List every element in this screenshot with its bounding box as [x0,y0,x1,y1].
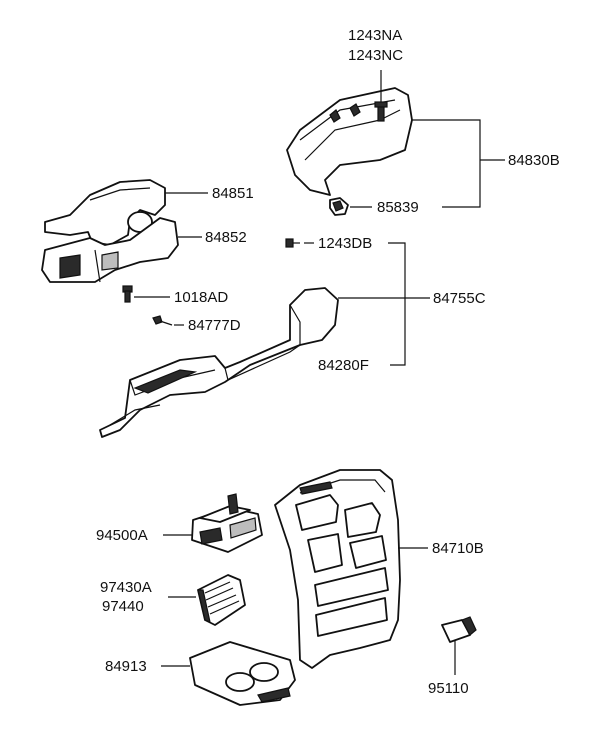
label-84710B: 84710B [432,540,484,557]
part-84755C-lower-panel [99,287,339,438]
part-94500A-switch [191,493,263,553]
label-84913: 84913 [105,658,147,675]
bracket-84755C [388,242,406,366]
label-85839: 85839 [377,199,419,216]
label-84777D: 84777D [188,317,241,334]
part-97430A-air-vent [197,574,246,626]
label-84755C: 84755C [433,290,486,307]
part-84852-lower-shroud [41,217,179,283]
part-95110-connector [441,616,477,675]
label-1018AD: 1018AD [174,289,228,306]
label-97430A: 97430A [100,579,152,596]
leader-84830B [412,119,505,208]
label-84280F: 84280F [318,357,369,374]
label-84830B: 84830B [508,152,560,169]
screw-1018AD-icon [122,285,170,303]
label-1243NA: 1243NA [348,27,402,44]
part-84830B-panel [286,87,413,196]
label-84852: 84852 [205,229,247,246]
clip-85839-icon [329,197,372,216]
label-95110: 95110 [428,680,469,697]
part-84913-cup-holder [189,641,296,706]
label-1243NC: 1243NC [348,47,403,64]
label-97440: 97440 [102,598,144,615]
screw-1243DB-icon [285,238,314,248]
label-84851: 84851 [212,185,254,202]
screw-1243NA-icon [374,70,388,122]
label-1243DB: 1243DB [318,235,372,252]
part-84710B-center-fascia [274,469,401,669]
label-94500A: 94500A [96,527,148,544]
screw-84777D-icon [152,315,184,326]
